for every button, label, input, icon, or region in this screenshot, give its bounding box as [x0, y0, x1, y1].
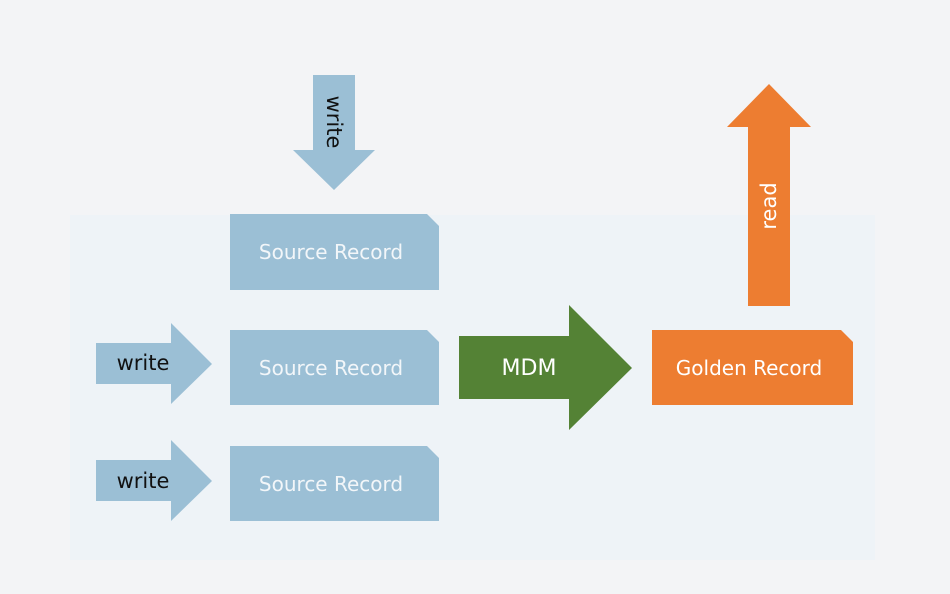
mdm-arrow-label: MDM — [502, 356, 557, 381]
write-arrow-top-shape — [293, 75, 375, 190]
write-arrow-middle: write — [96, 323, 212, 404]
write-arrow-bottom-label: write — [117, 469, 170, 493]
source-record-1-label: Source Record — [259, 240, 403, 264]
golden-record: Golden Record — [652, 330, 853, 405]
source-record-2-shape — [230, 330, 439, 405]
source-record-1: Source Record — [230, 214, 439, 290]
write-arrow-top-label: write — [322, 96, 346, 149]
write-arrow-top: write — [293, 75, 375, 190]
write-arrow-bottom-shape — [96, 440, 212, 521]
write-arrow-middle-label: write — [117, 351, 170, 375]
source-record-3-shape — [230, 446, 439, 521]
write-arrow-bottom: write — [96, 440, 212, 521]
read-arrow-label: read — [757, 182, 781, 229]
source-record-3: Source Record — [230, 446, 439, 521]
mdm-arrow: MDM — [459, 305, 632, 430]
read-arrow: read — [727, 84, 811, 306]
mdm-arrow-shape — [459, 305, 632, 430]
source-record-2-label: Source Record — [259, 356, 403, 380]
read-arrow-shape — [727, 84, 811, 306]
golden-record-label: Golden Record — [676, 356, 822, 380]
source-record-2: Source Record — [230, 330, 439, 405]
source-record-3-label: Source Record — [259, 472, 403, 496]
golden-record-shape — [652, 330, 853, 405]
write-arrow-middle-shape — [96, 323, 212, 404]
source-record-1-shape — [230, 214, 439, 290]
